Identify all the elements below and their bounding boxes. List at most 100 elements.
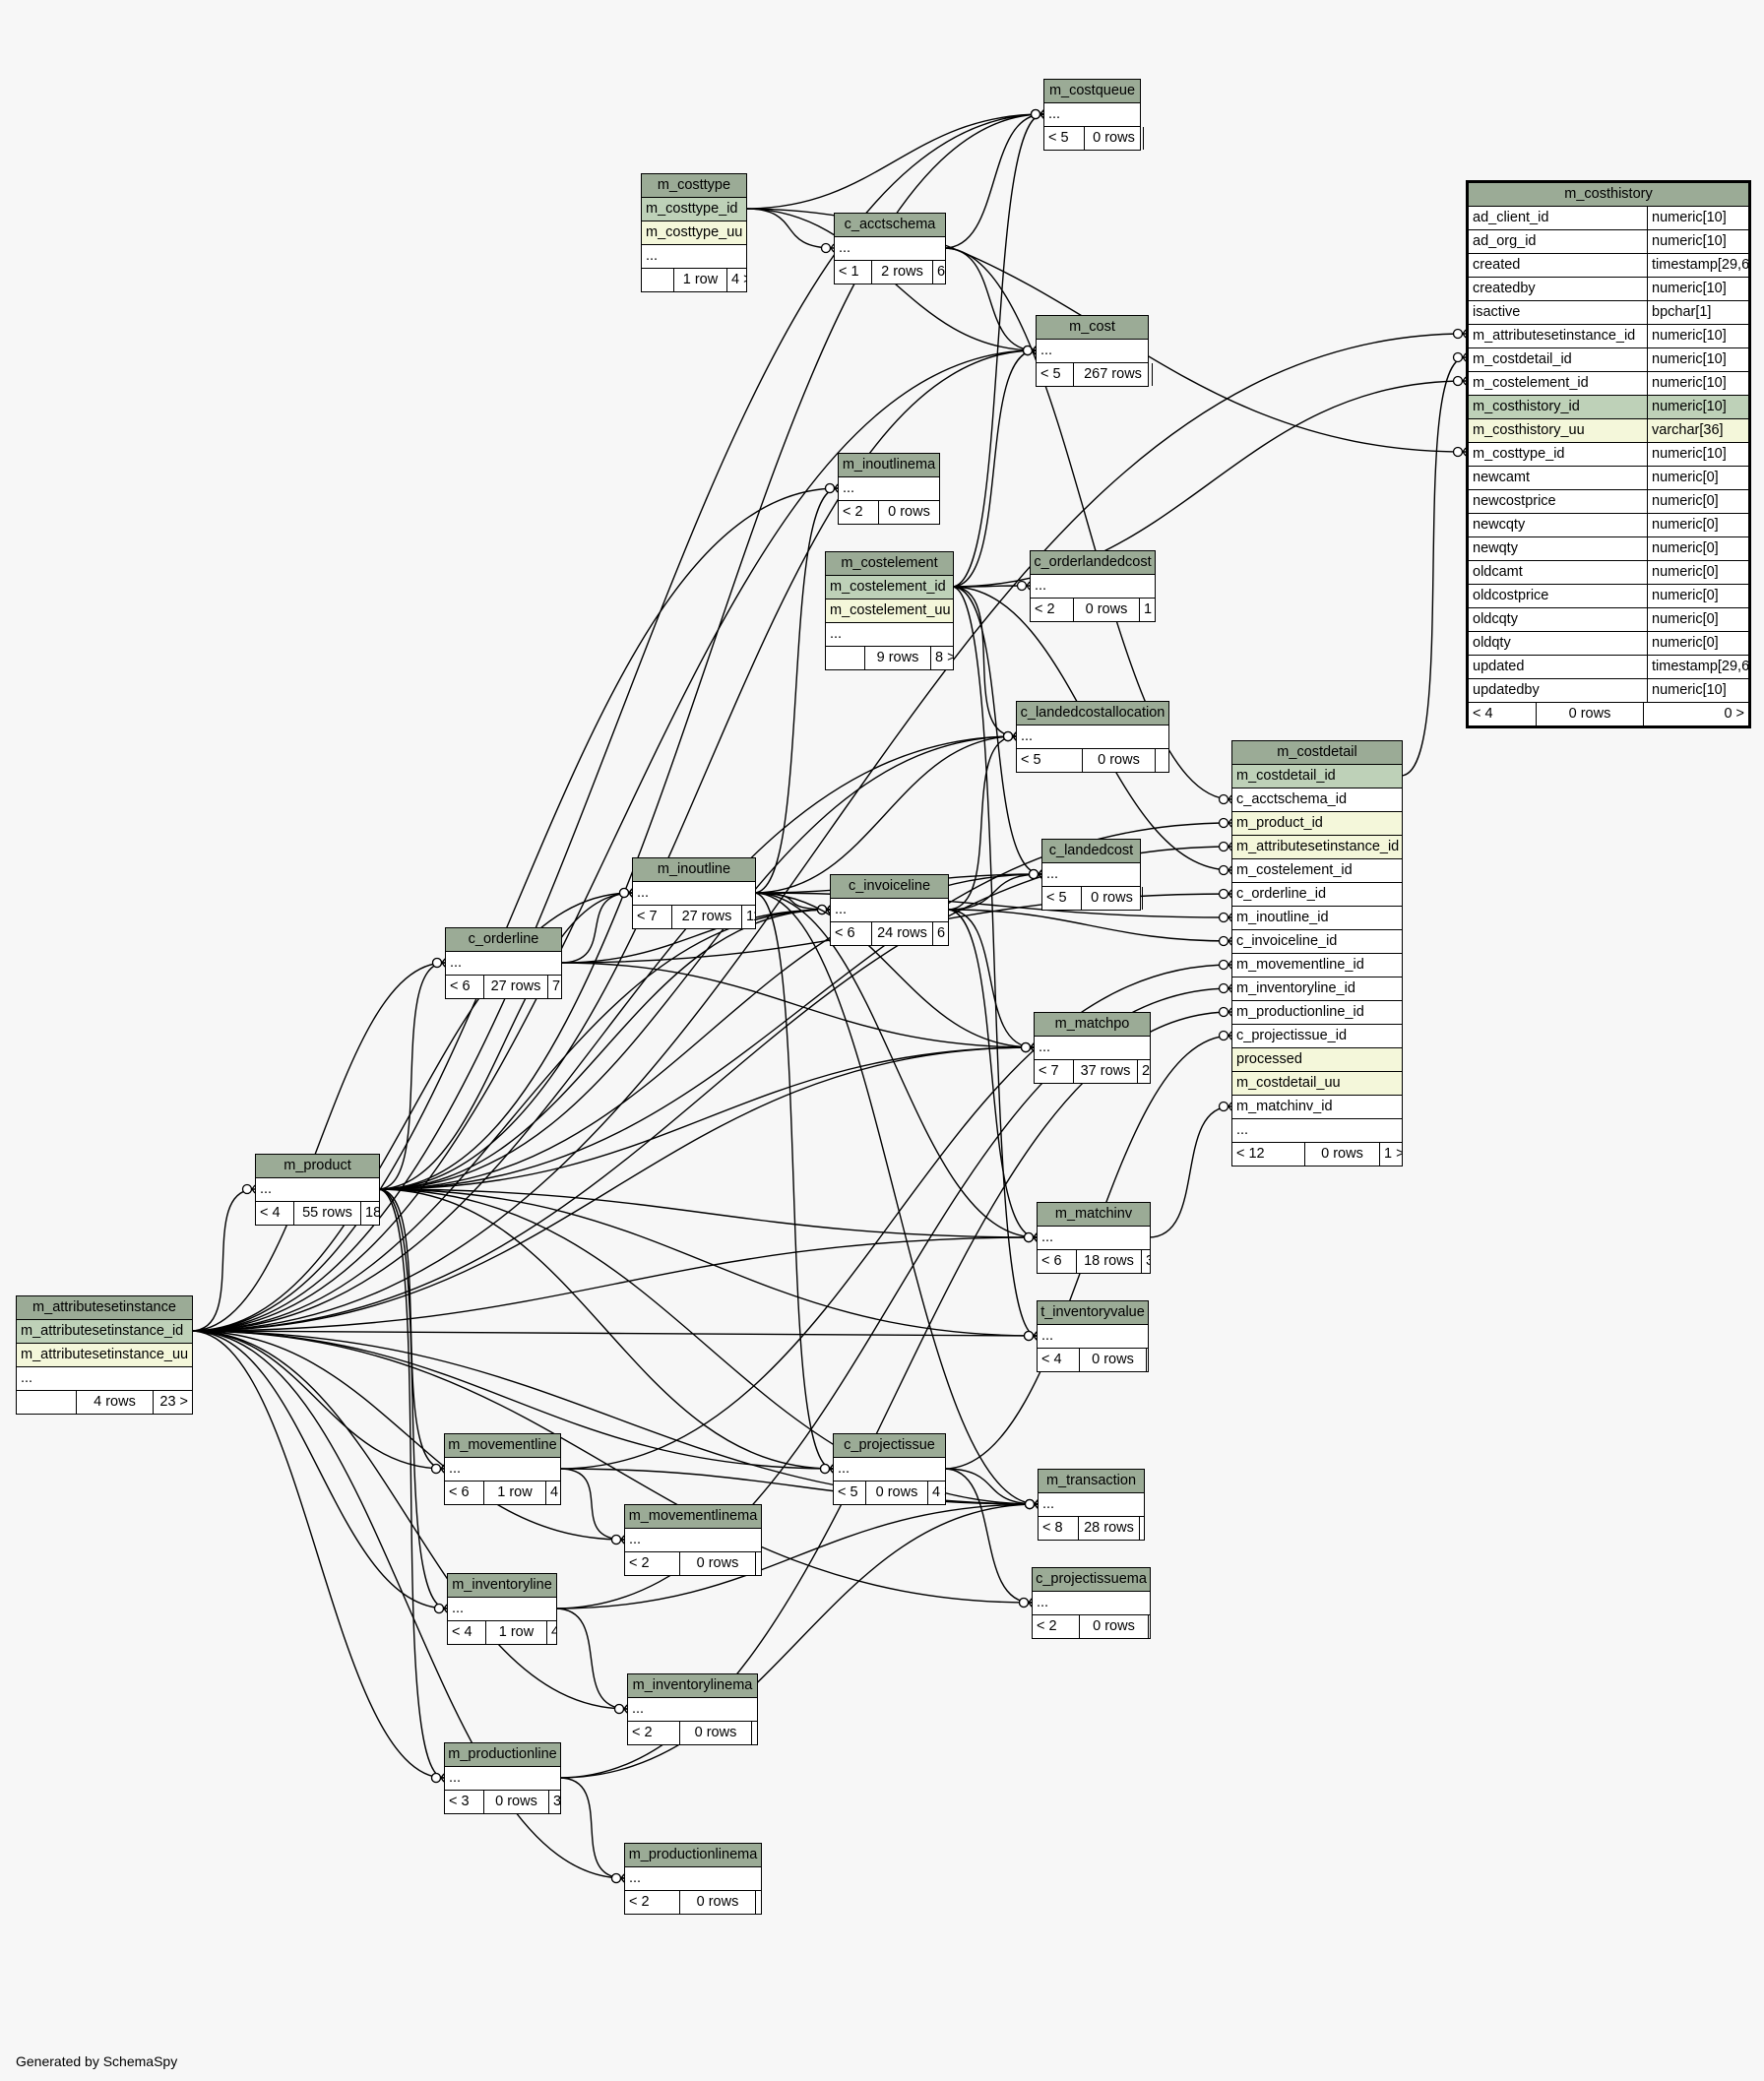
column-row[interactable]: m_costtype_uu [642,221,746,245]
column-row[interactable]: ... [445,1458,560,1482]
column-row[interactable]: m_inventoryline_id [1232,977,1402,1001]
table-m-productionline[interactable]: m_productionline...< 30 rows3 > [444,1742,561,1814]
column-row[interactable]: ... [835,237,945,261]
column-row[interactable]: m_movementline_id [1232,954,1402,977]
table-m-product[interactable]: m_product...< 455 rows18 > [255,1154,380,1226]
table-m-inoutline[interactable]: m_inoutline...< 727 rows11 > [632,857,756,929]
column-row[interactable]: m_costtype_id [642,198,746,221]
column-row[interactable]: m_costdetail_uu [1232,1072,1402,1096]
column-row[interactable]: m_product_id [1232,812,1402,836]
column-row[interactable]: m_costelement_uu [826,599,953,623]
column-row[interactable]: m_attributesetinstance_uu [17,1344,192,1367]
column-row[interactable]: ... [1038,1325,1148,1349]
column-row[interactable]: m_productionline_id [1232,1001,1402,1025]
child-count: 3 > [1141,1250,1150,1273]
column-row[interactable]: m_costelement_id [1232,859,1402,883]
column-row[interactable]: ... [625,1529,761,1552]
column-row[interactable]: ... [1042,863,1140,887]
table-m-matchinv[interactable]: m_matchinv...< 618 rows3 > [1037,1202,1151,1274]
column-row[interactable]: ... [1039,1493,1144,1517]
column-row[interactable]: m_attributesetinstance_id [1232,836,1402,859]
column-row[interactable]: c_orderline_id [1232,883,1402,907]
column-row[interactable]: ... [1031,575,1155,599]
column-row[interactable]: ... [826,623,953,647]
column-row[interactable]: ... [448,1598,556,1621]
column-row[interactable]: ... [1038,1227,1150,1250]
column-row[interactable]: c_invoiceline_id [1232,930,1402,954]
column-name: c_projectissue_id [1236,1028,1348,1043]
column-row[interactable]: m_matchinv_id [1232,1096,1402,1119]
column-row[interactable]: m_inoutline_id [1232,907,1402,930]
column-row[interactable]: m_costelement_id [826,576,953,599]
column-row[interactable]: ... [633,882,755,906]
column-row[interactable]: ... [625,1867,761,1891]
column-row[interactable]: ... [1232,1119,1402,1143]
column-row[interactable]: ... [256,1178,379,1202]
column-row[interactable]: ... [831,899,948,922]
column-name: ... [1042,1496,1055,1512]
column-row[interactable]: ... [1033,1592,1150,1615]
column-row[interactable]: ... [839,477,939,501]
column-row[interactable]: m_costdetail_id [1232,765,1402,788]
column-row[interactable]: ... [446,952,561,976]
column-row[interactable]: ... [1017,725,1168,749]
column-row[interactable]: ... [642,245,746,269]
column-row[interactable]: c_projectissue_id [1232,1025,1402,1048]
column-row[interactable]: c_acctschema_id [1232,788,1402,812]
column-row[interactable]: m_attributesetinstance_id [17,1320,192,1344]
column-row[interactable]: ... [1044,103,1140,127]
column-row[interactable]: ... [445,1767,560,1791]
column-row[interactable]: ... [1037,340,1148,363]
column-row[interactable]: ... [17,1367,192,1391]
column-row[interactable]: ... [1035,1037,1150,1060]
column-row[interactable]: processed [1232,1048,1402,1072]
column-row[interactable]: ... [628,1698,757,1722]
column-row[interactable]: ... [834,1458,945,1482]
